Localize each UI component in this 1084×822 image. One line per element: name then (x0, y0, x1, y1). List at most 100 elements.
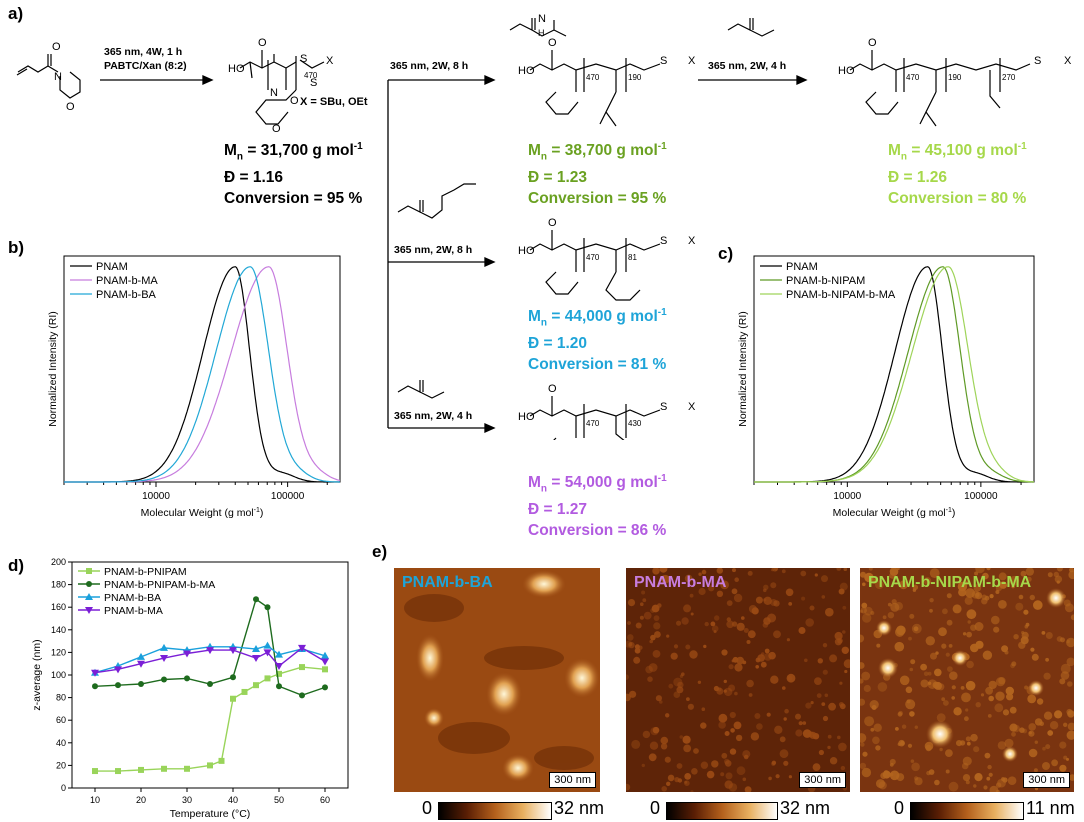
chem-ho-nipam-ma: HO (838, 65, 855, 77)
chem-s-ma: S (660, 401, 667, 413)
afm-grain (989, 594, 994, 599)
afm-grain (1001, 645, 1009, 653)
afm-grain (1070, 614, 1074, 621)
afm-grain (894, 641, 905, 652)
afm-grain (724, 760, 732, 767)
afm-grain (626, 783, 631, 791)
afm-grain (1060, 663, 1071, 674)
afm-grain (1045, 632, 1053, 639)
afm-grain (1033, 768, 1038, 773)
afm-grain (681, 617, 689, 625)
chem-o-nam-ring: O (66, 101, 75, 113)
afm-grain (825, 607, 834, 617)
chem-x-ma: X (688, 401, 696, 413)
afm-grain (687, 703, 694, 710)
legend-label: PNAM-b-BA (104, 592, 161, 604)
afm-grain (821, 702, 826, 706)
afm-grain (988, 772, 993, 777)
afm-grain (734, 577, 739, 582)
conversion-pnam: Conversion = 95 % (224, 190, 363, 208)
afm-grain (890, 772, 894, 777)
afm-grain (1054, 710, 1063, 719)
afm-grain (800, 570, 807, 577)
afm-grain (693, 748, 699, 754)
data-point (264, 604, 271, 611)
afm-grain (683, 604, 692, 613)
afm-grain (718, 713, 728, 723)
afm-grain (814, 573, 818, 577)
afm-grain (925, 636, 935, 646)
afm-grain (1039, 721, 1044, 726)
colorbar-ba (438, 802, 552, 820)
afm-grain (929, 608, 933, 613)
afm-grain (684, 780, 690, 786)
y-tick-label: 60 (56, 715, 66, 725)
chem-ho-ba: HO (518, 245, 535, 257)
afm-grain (775, 774, 780, 779)
afm-grain (670, 652, 678, 660)
afm-grain (714, 615, 720, 621)
afm-grain (767, 613, 777, 623)
afm-grain (824, 693, 829, 698)
x-axis-label: Molecular Weight (g mol-1) (833, 507, 956, 519)
afm-grain (930, 652, 937, 660)
afm-grain (681, 672, 685, 676)
afm-grain (895, 727, 899, 731)
afm-grain (970, 643, 979, 653)
afm-grain (843, 568, 848, 571)
afm-grain (804, 658, 808, 663)
afm-grain (829, 757, 838, 765)
afm-grain (901, 724, 907, 729)
afm-grain (1001, 777, 1006, 782)
afm-grain (1069, 568, 1074, 573)
scalebar-ba: 300 nm (549, 772, 596, 788)
afm-grain (948, 644, 953, 648)
afm-grain (772, 568, 778, 572)
afm-grain (1021, 631, 1025, 635)
legend-label: PNAM-b-PNIPAM-b-MA (104, 579, 215, 591)
afm-grain (626, 674, 629, 680)
afm-grain (1042, 746, 1046, 751)
afm-grain (734, 691, 738, 696)
afm-grain (861, 767, 872, 778)
data-point (86, 568, 92, 574)
afm-grain (876, 643, 881, 648)
afm-grain (676, 763, 683, 769)
mn-ba: Mn = 44,000 g mol-1 (528, 307, 667, 329)
afm-grain (654, 631, 661, 638)
data-point (230, 674, 236, 681)
afm-grain (720, 772, 725, 777)
step1-condition-2: PABTC/Xan (8:2) (104, 60, 187, 72)
afm-grain (828, 702, 836, 711)
afm-grain (962, 632, 967, 636)
afm-grain (910, 659, 916, 665)
afm-grain (834, 638, 842, 646)
afm-grain (923, 671, 929, 677)
afm-grain (814, 677, 822, 685)
afm-grain (862, 751, 868, 757)
afm-title-ba: PNAM-b-BA (402, 574, 493, 591)
afm-grain (909, 613, 915, 619)
colorbar-max-nipam-ma: 11 nm (1026, 798, 1075, 818)
afm-grain (988, 695, 994, 702)
afm-grain (966, 631, 972, 638)
plot-frame (63, 255, 341, 483)
afm-grain (945, 769, 950, 774)
afm-grain (929, 568, 940, 578)
afm-grain (860, 662, 865, 669)
x-tick-label: 20 (136, 795, 146, 805)
afm-grain (827, 734, 832, 739)
data-point (253, 682, 259, 689)
panel-letter-e: e) (372, 542, 388, 561)
colorbar-min-nipam-ma: 0 (894, 798, 905, 818)
afm-grain (691, 768, 698, 775)
panel-letter-b: b) (8, 238, 25, 257)
x-tick-label: 50 (274, 795, 284, 805)
afm-grain (659, 568, 668, 573)
afm-grain (668, 683, 674, 689)
afm-grain (1020, 636, 1029, 645)
afm-grain (965, 588, 975, 598)
afm-grain (822, 715, 829, 722)
afm-grain (966, 609, 977, 620)
x-axis-label: Molecular Weight (g mol-1) (141, 507, 264, 519)
